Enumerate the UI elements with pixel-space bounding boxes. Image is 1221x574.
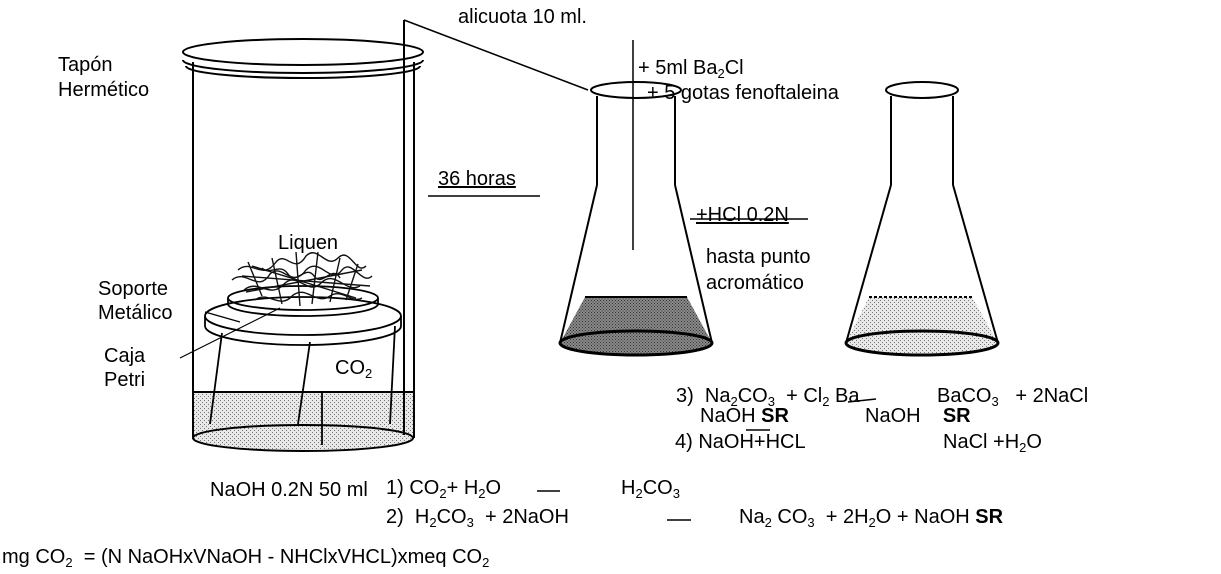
jar-bottom [192, 424, 414, 452]
tapon-label-line2: Hermético [58, 79, 150, 101]
lichen-sample [231, 251, 373, 307]
reaction-3-naoh-right: NaOH SR [865, 405, 971, 427]
flask-1-liquid [560, 297, 712, 355]
reaction-3-products: BaCO3 + 2NaCl [937, 385, 1089, 409]
reaction-2-reactants: 2) H2CO3 + 2NaOH [386, 506, 569, 530]
hasta-label-line2: acromático [706, 272, 804, 294]
reaction-2-products: Na2 CO3 + 2H2O + NaOH SR [739, 506, 1004, 530]
fenoftaleina-label: + 5 gotas fenoftaleina [647, 82, 839, 104]
petri-pointer [179, 307, 281, 359]
bacl-label: + 5ml Ba2Cl [638, 57, 744, 81]
caja-label-line2: Petri [104, 369, 146, 391]
flask-1 [558, 40, 714, 357]
jar-naoh-liquid [193, 392, 414, 452]
co2-label: CO2 [335, 357, 373, 381]
hermetic-lid [182, 38, 424, 66]
reaction-4-products: NaCl +H2O [943, 431, 1042, 455]
soporte-label-line2: Metálico [98, 302, 173, 324]
hcl-label: +HCl 0.2N [696, 204, 789, 226]
soporte-label-line1: Soporte [98, 278, 169, 300]
reaction-3-reactants: 3) Na2CO3 + Cl2 Ba [676, 385, 860, 409]
reaction-1-reactants: 1) CO2+ H2O [386, 477, 502, 501]
hermetic-jar [182, 19, 589, 452]
naoh-solution-label: NaOH 0.2N 50 ml [210, 479, 368, 501]
horas-label: 36 horas [438, 168, 516, 190]
petri-dish-support [204, 285, 402, 445]
flask-2 [844, 81, 1000, 357]
ba-strike [847, 398, 877, 403]
liquen-label: Liquen [278, 232, 339, 254]
alicuota-label: alicuota 10 ml. [458, 6, 587, 28]
flask-2-liquid [846, 297, 998, 355]
reaction-1-product: H2CO3 [621, 477, 680, 501]
hasta-label-line1: hasta punto [706, 246, 811, 268]
tapon-label-line1: Tapón [58, 54, 113, 76]
co2-formula: mg CO2 = (N NaOHxVNaOH - NHClxVHCL)xmeq … [2, 546, 490, 570]
reaction-4-reactants: 4) NaOH+HCL [675, 431, 806, 453]
caja-label-line1: Caja [104, 345, 146, 367]
soporte-pointer [204, 311, 241, 323]
reaction-3-naoh-left: NaOH SR [700, 405, 789, 427]
